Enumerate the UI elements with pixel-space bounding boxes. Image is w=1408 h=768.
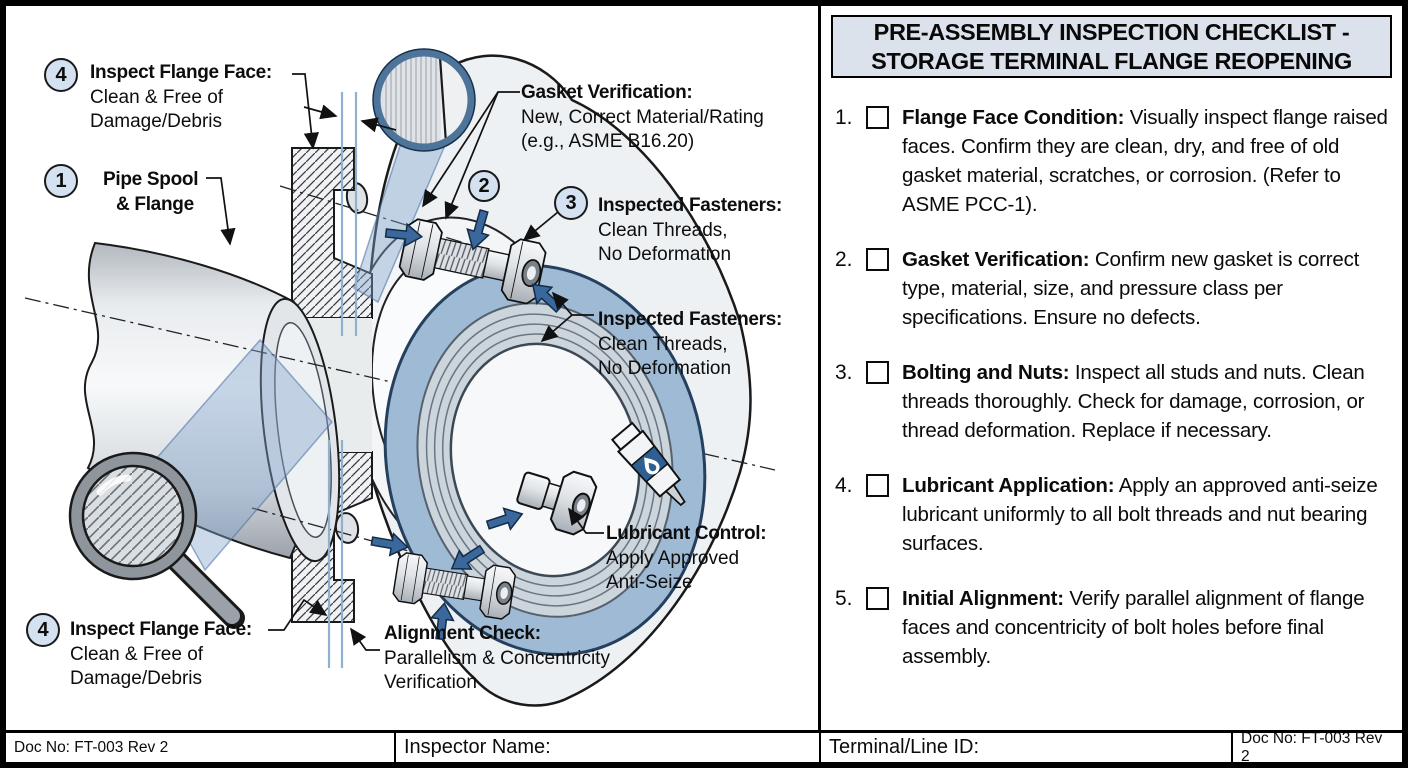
checkbox-lubricant-application[interactable] — [866, 474, 889, 497]
callout-lubricant-control: Lubricant Control: Apply Approved Anti-S… — [606, 522, 767, 596]
callout-line: No Deformation — [598, 358, 732, 379]
anti-seize-tube — [610, 421, 686, 507]
callout-title: Lubricant Control: — [606, 523, 767, 544]
badge-3-fasteners: 3 — [554, 186, 588, 220]
flange-assembly-diagram: 4 1 2 3 4 Inspect Flange Face: Clean & F… — [6, 6, 821, 730]
callout-title: Inspected Fasteners: — [598, 309, 783, 330]
item-text: Lubricant Application: Apply an approved… — [902, 471, 1392, 558]
title-line-2: STORAGE TERMINAL FLANGE REOPENING — [871, 47, 1352, 74]
badge-2-gasket: 2 — [468, 170, 500, 202]
callout-gasket-verification: Gasket Verification: New, Correct Materi… — [521, 81, 764, 155]
leader-lines — [206, 73, 604, 651]
doc-no-label: Doc No: FT-003 Rev 2 — [14, 738, 169, 756]
callout-line: New, Correct Material/Rating — [521, 106, 764, 128]
item-text: Initial Alignment: Verify parallel align… — [902, 584, 1392, 671]
item-title: Initial Alignment: — [902, 587, 1064, 610]
callout-title: Inspect Flange Face: — [90, 62, 272, 83]
footer-doc-no-left: Doc No: FT-003 Rev 2 — [6, 733, 396, 762]
callout-line: (e.g., ASME B16.20) — [521, 131, 695, 152]
callout-line: Damage/Debris — [90, 111, 222, 132]
callout-line: No Deformation — [598, 244, 732, 265]
item-description: Inspect all studs and nuts. Clean thread… — [902, 361, 1365, 442]
item-number: 5. — [835, 587, 853, 610]
item-title: Gasket Verification: — [902, 248, 1090, 271]
callout-line: Parallelism & Concentricity — [384, 647, 610, 669]
callout-line: & Flange — [116, 193, 194, 215]
item-description: Confirm new gasket is correct type, mate… — [902, 248, 1360, 329]
checklist-item-5: 5. Initial Alignment: Verify parallel al… — [835, 584, 1392, 671]
callout-title: Inspect Flange Face: — [70, 619, 252, 640]
checkbox-bolting-and-nuts[interactable] — [866, 361, 889, 384]
callout-title: Gasket Verification: — [521, 82, 693, 103]
callout-inspected-fasteners-1: Inspected Fasteners: Clean Threads, No D… — [598, 194, 782, 268]
badge-4-top: 4 — [44, 58, 78, 92]
flange-face-inset — [372, 48, 476, 152]
callout-line: Apply Approved — [606, 547, 740, 569]
item-description: Verify parallel alignment of flange face… — [902, 587, 1365, 668]
checklist-item-1: 1. Flange Face Condition: Visually inspe… — [835, 103, 1392, 219]
callout-inspect-flange-face-bottom: Inspect Flange Face: Clean & Free of Dam… — [70, 618, 252, 692]
item-number: 2. — [835, 248, 853, 271]
callout-line: Verification — [384, 672, 477, 693]
callout-title: Pipe Spool — [103, 169, 199, 190]
title-line-1: PRE-ASSEMBLY INSPECTION CHECKLIST - — [873, 18, 1350, 45]
callout-line: Clean & Free of — [70, 643, 204, 665]
checklist-item-2: 2. Gasket Verification: Confirm new gask… — [835, 245, 1392, 332]
checklist-items: 1. Flange Face Condition: Visually inspe… — [821, 78, 1402, 671]
callout-title: Alignment Check: — [384, 623, 541, 644]
badge-1-pipe: 1 — [44, 164, 78, 198]
doc-no-label: Doc No: FT-003 Rev 2 — [1241, 733, 1383, 762]
footer-inspector-name: Inspector Name: — [396, 733, 821, 762]
flange-assembly-illustration — [24, 48, 776, 707]
callout-inspect-flange-face-top: Inspect Flange Face: Clean & Free of Dam… — [90, 61, 272, 135]
callout-line: Anti-Seize — [606, 572, 693, 593]
checklist-item-3: 3. Bolting and Nuts: Inspect all studs a… — [835, 358, 1392, 445]
terminal-line-id-field[interactable] — [979, 733, 1223, 762]
callout-inspected-fasteners-2: Inspected Fasteners: Clean Threads, No D… — [598, 308, 782, 382]
callout-title: Inspected Fasteners: — [598, 195, 783, 216]
item-description: Apply an approved anti-seize lubricant u… — [902, 474, 1378, 555]
item-number: 3. — [835, 361, 853, 384]
item-text: Flange Face Condition: Visually inspect … — [902, 103, 1392, 219]
checklist-panel: PRE-ASSEMBLY INSPECTION CHECKLIST - STOR… — [821, 6, 1402, 730]
item-title: Lubricant Application: — [902, 474, 1115, 497]
item-number: 1. — [835, 106, 853, 129]
checkbox-gasket-verification[interactable] — [866, 248, 889, 271]
checklist-item-4: 4. Lubricant Application: Apply an appro… — [835, 471, 1392, 558]
checkbox-flange-face-condition[interactable] — [866, 106, 889, 129]
item-title: Bolting and Nuts: — [902, 361, 1070, 384]
document-footer: Doc No: FT-003 Rev 2 Inspector Name: Ter… — [6, 730, 1402, 762]
callout-pipe-spool: Pipe Spool & Flange — [103, 168, 198, 217]
inspector-name-label: Inspector Name: — [404, 736, 551, 758]
callout-line: Clean Threads, — [598, 219, 728, 241]
callout-line: Damage/Debris — [70, 668, 202, 689]
item-number: 4. — [835, 474, 853, 497]
badge-4-bottom: 4 — [26, 613, 60, 647]
item-text: Bolting and Nuts: Inspect all studs and … — [902, 358, 1392, 445]
checkbox-initial-alignment[interactable] — [866, 587, 889, 610]
inspector-name-field[interactable] — [551, 733, 811, 762]
footer-terminal-line-id: Terminal/Line ID: — [821, 733, 1233, 762]
magnifier-icon — [68, 451, 245, 629]
footer-doc-no-right: Doc No: FT-003 Rev 2 — [1233, 733, 1402, 762]
callout-line: Clean & Free of — [90, 86, 224, 108]
item-description: Visually inspect flange raised faces. Co… — [902, 106, 1388, 216]
item-text: Gasket Verification: Confirm new gasket … — [902, 245, 1392, 332]
callout-line: Clean Threads, — [598, 333, 728, 355]
alignment-reference-lines — [327, 92, 358, 668]
checklist-title: PRE-ASSEMBLY INSPECTION CHECKLIST - STOR… — [831, 15, 1392, 78]
callout-alignment-check: Alignment Check: Parallelism & Concentri… — [384, 622, 610, 696]
item-title: Flange Face Condition: — [902, 106, 1125, 129]
terminal-line-id-label: Terminal/Line ID: — [829, 736, 980, 758]
